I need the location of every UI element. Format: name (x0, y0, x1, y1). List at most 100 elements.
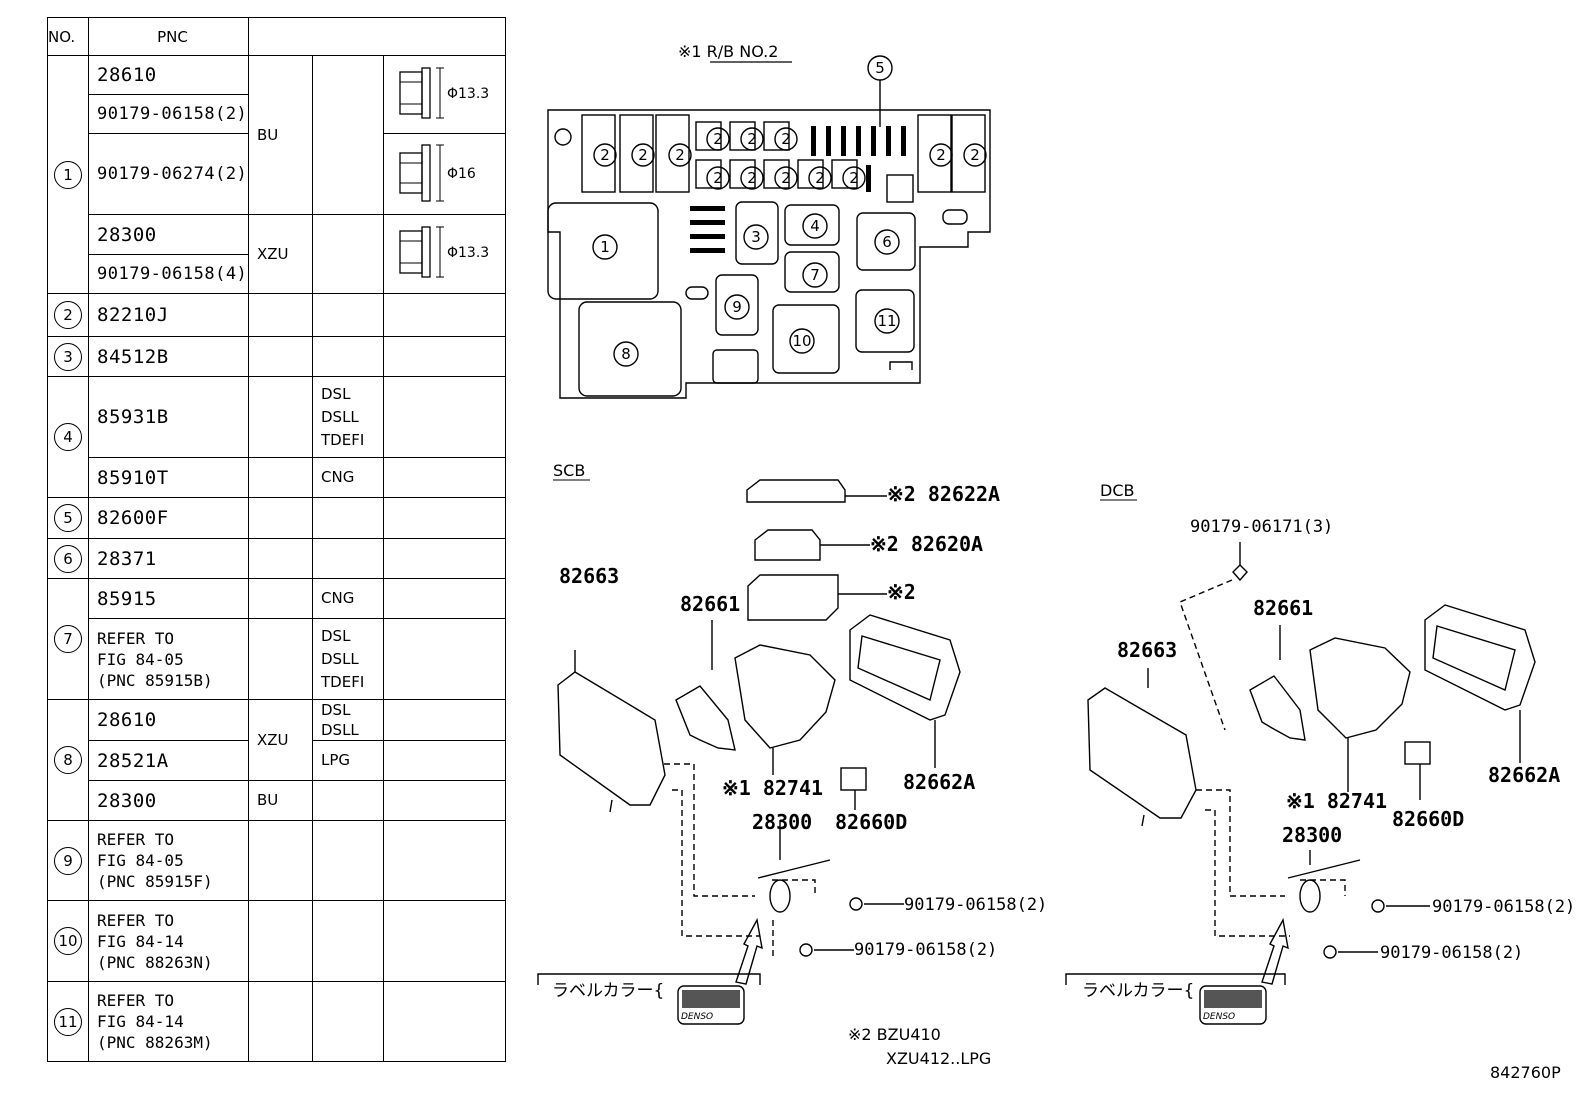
callout-cell: 10 (47, 900, 89, 982)
pnc-cell: 85915 (88, 578, 249, 619)
reference-line: REFER TO (97, 910, 175, 930)
reference-line: REFER TO (97, 628, 175, 648)
scb-section: SCB (537, 461, 1047, 1025)
svg-text:2: 2 (970, 146, 980, 164)
callout-cell: 6 (47, 538, 89, 579)
pnc-reference-cell: REFER TO FIG 84-14 (PNC 88263M) (88, 981, 249, 1062)
table-row: 28300 BU (48, 780, 506, 821)
svg-text:6: 6 (882, 233, 892, 251)
svg-text:2: 2 (747, 169, 757, 187)
svg-text:2: 2 (713, 169, 723, 187)
svg-text:2: 2 (936, 146, 946, 164)
table-row: 1 28610 BU Φ13.3 (47, 55, 506, 294)
pnc-cell: 28300 (88, 214, 249, 255)
table-row: 6 28371 (47, 538, 506, 579)
cond-cell (312, 55, 384, 215)
flange-nut-drawing: Φ16 (399, 144, 476, 202)
pnc-reference-cell: REFER TO FIG 84-14 (PNC 88263N) (88, 900, 249, 982)
pnc-reference-cell: REFER TO FIG 84-05 (PNC 85915B) (88, 618, 249, 700)
svg-text:2: 2 (781, 130, 791, 148)
callout-cell: 3 (47, 336, 89, 377)
pnc-cell: 28521A (88, 740, 249, 781)
svg-text:2: 2 (781, 169, 791, 187)
table-row: 28521A LPG (48, 740, 506, 781)
reference-line: FIG 84-14 (97, 1012, 184, 1031)
callout-number: 10 (54, 927, 82, 955)
reference-line: FIG 84-05 (97, 649, 184, 669)
pnc-reference-cell: REFER TO FIG 84-05 (PNC 85915F) (88, 820, 249, 901)
cond-cell: LPG (312, 740, 384, 781)
table-row: 11 REFER TO FIG 84-14 (PNC 88263M) (47, 981, 506, 1062)
dcb-82662A-label: 82662A (1488, 763, 1560, 787)
svg-text:2: 2 (638, 146, 648, 164)
table-row: 9 REFER TO FIG 84-05 (PNC 85915F) (47, 820, 506, 901)
scb-mark2-label: ※2 (887, 580, 916, 604)
header-pnc: PNC (88, 17, 249, 56)
pnc-cell: 28371 (88, 538, 249, 579)
callout-cell: 9 (47, 820, 89, 901)
dcb-82661-label: 82661 (1253, 596, 1313, 620)
svg-text:10: 10 (792, 332, 811, 350)
reference-line: REFER TO (97, 830, 175, 849)
scb-28300-label: 28300 (752, 810, 812, 834)
cond-item: DSL (321, 701, 351, 719)
note-mark2-line1: ※2 BZU410 (848, 1025, 941, 1044)
cond-cell: DSL DSLL TDEFI (312, 618, 384, 700)
figure-id: 842760P (1490, 1063, 1561, 1082)
svg-text:2: 2 (815, 169, 825, 187)
cond-cell: DSL DSLL TDEFI (312, 376, 384, 458)
scb-label-color: ラベルカラー{ (552, 981, 664, 1001)
svg-text:2: 2 (675, 146, 685, 164)
callout-number: 8 (54, 746, 82, 774)
denso-badge: DENSO (681, 1012, 713, 1022)
svg-text:9: 9 (732, 298, 742, 316)
svg-text:2: 2 (747, 130, 757, 148)
callout-number: 2 (54, 301, 82, 329)
cond-item: DSLL (321, 407, 359, 426)
pnc-cell: 90179-06158(2) (88, 94, 249, 134)
diameter-label: Φ13.3 (447, 86, 489, 102)
dcb-nut-label: 90179-06171(3) (1190, 517, 1333, 537)
model-cell: XZU (248, 699, 313, 781)
svg-text:11: 11 (877, 312, 896, 330)
scb-title: SCB (553, 461, 585, 480)
table-row: 90179-06158(2) (48, 94, 506, 134)
reference-line: (PNC 85915F) (97, 872, 213, 891)
reference-line: FIG 84-14 (97, 931, 184, 951)
parts-table: NO. PNC 1 28610 BU Φ13.3 90179-06158(2) … (47, 17, 506, 1062)
dcb-bolt-label: 90179-06158(2) (1380, 943, 1523, 963)
svg-text:3: 3 (751, 228, 761, 246)
scb-82660D-label: 82660D (835, 810, 907, 834)
callout-number: 5 (54, 504, 82, 532)
table-row: 90179-06274(2) Φ16 (48, 133, 506, 215)
pnc-cell: 85910T (88, 457, 249, 498)
svg-text:1: 1 (600, 238, 610, 256)
nut-drawing-cell: Φ16 (383, 133, 506, 215)
scb-parts-drawing (537, 479, 961, 1025)
dcb-82660D-label: 82660D (1392, 807, 1464, 831)
svg-text:2: 2 (849, 169, 859, 187)
svg-text:2: 2 (600, 146, 610, 164)
model-cell: XZU (248, 214, 313, 294)
svg-text:2: 2 (713, 130, 723, 148)
callout-cell: 2 (47, 293, 89, 337)
dcb-label-color: ラベルカラー{ (1082, 981, 1194, 1001)
callout-cell: 1 (47, 55, 89, 294)
dcb-parts-drawing (1065, 542, 1536, 1025)
pnc-cell: 82210J (88, 293, 249, 337)
denso-badge: DENSO (1203, 1012, 1235, 1022)
table-row: 28300 XZU Φ13.3 (48, 214, 506, 294)
pnc-cell: 82600F (88, 497, 249, 539)
table-row: 5 82600F (47, 497, 506, 539)
table-header-row: NO. PNC (47, 17, 506, 56)
table-row: 7 85915 CNG (47, 578, 506, 700)
callout-number: 7 (54, 625, 82, 653)
scb-82741-label: ※1 82741 (722, 776, 823, 800)
pnc-cell: 84512B (88, 336, 249, 377)
callout-number: 11 (54, 1007, 82, 1036)
cond-item: DSL (321, 384, 351, 403)
nut-drawing-cell: Φ13.3 (383, 214, 506, 294)
nut-drawing-cell: Φ13.3 (383, 55, 506, 134)
